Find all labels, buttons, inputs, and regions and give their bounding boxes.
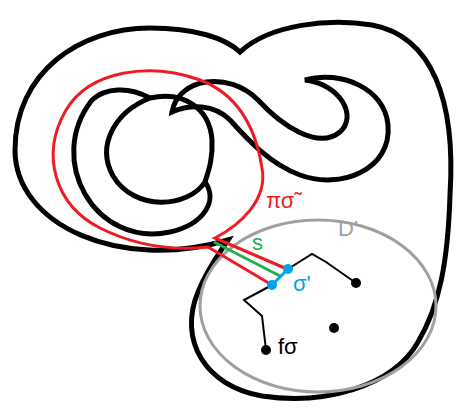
red-loop xyxy=(53,71,287,285)
point-label: σ' xyxy=(293,273,311,295)
segment-label: s xyxy=(252,232,263,254)
handle-hole xyxy=(74,90,210,234)
loop-label: πσ̃ xyxy=(266,190,294,212)
tree-label: fσ xyxy=(278,336,298,358)
segment-s xyxy=(214,242,280,276)
sigma-prime-point xyxy=(267,280,277,290)
sigma-prime-point xyxy=(283,264,293,274)
puncture-dot xyxy=(329,323,339,333)
surface-outline xyxy=(15,22,451,398)
tree-vertex xyxy=(261,345,271,355)
disk-label: D' xyxy=(338,218,358,240)
tree-vertex xyxy=(351,278,361,288)
tree xyxy=(244,285,272,350)
handle-hole xyxy=(172,77,388,180)
